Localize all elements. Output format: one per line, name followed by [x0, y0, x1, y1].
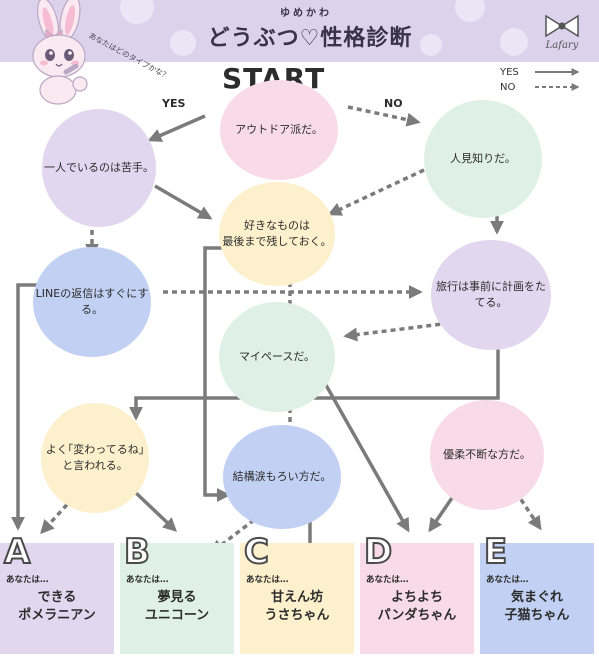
ribbon-icon: [545, 14, 579, 38]
logo-text: Lafary: [545, 40, 579, 51]
result-name: よちよち パンダちゃん: [377, 590, 457, 623]
result-letter: B: [123, 532, 151, 572]
result-name: 夢見る ユニコーン: [144, 590, 210, 623]
result-letter: E: [483, 532, 508, 572]
header-dot: [500, 28, 528, 56]
result-d: D あなたは… よちよち パンダちゃん: [360, 534, 474, 654]
result-letter: A: [3, 532, 31, 572]
result-prefix: あなたは…: [246, 575, 289, 585]
header-dot: [455, 0, 485, 22]
header-band: ゆめかわ どうぶつ♡性格診断 Lafary: [0, 0, 599, 62]
arrow-no: [514, 491, 542, 531]
question-indecisive: 優柔不断な方だ。: [430, 400, 544, 510]
result-c: C あなたは… 甘えん坊 うさちゃん: [240, 534, 354, 654]
logo: Lafary: [540, 12, 584, 58]
title-ruby: ゆめかわ: [280, 8, 332, 19]
arrow-no: [347, 105, 421, 127]
result-prefix: あなたは…: [6, 575, 49, 585]
arrow-no: [327, 168, 425, 216]
result-prefix: あなたは…: [366, 575, 409, 585]
arrow-yes: [154, 184, 213, 220]
question-favorite-last: 好きなものは 最後まで残しておく。: [219, 182, 335, 286]
result-prefix: あなたは…: [486, 575, 529, 585]
arrow-no: [40, 496, 75, 535]
arrow-yes: [10, 283, 42, 531]
result-e: E あなたは… 気まぐれ 子猫ちゃん: [480, 534, 594, 654]
result-a: A あなたは… できる ポメラニアン: [0, 534, 114, 654]
result-b: B あなたは… 夢見る ユニコーン: [120, 534, 234, 654]
arrow-yes: [203, 246, 231, 502]
branch-no-label: NO: [384, 97, 403, 110]
question-weird: よく｢変わってるね｣と言われる。: [41, 403, 149, 513]
result-name: 甘えん坊 うさちゃん: [264, 590, 330, 623]
result-name: できる ポメラニアン: [18, 590, 96, 623]
branch-yes-label: YES: [162, 97, 186, 110]
question-my-pace: マイペースだ。: [219, 302, 335, 412]
arrow-yes: [428, 494, 456, 533]
question-outdoor: アウトドア派だ。: [220, 80, 338, 180]
result-letter: C: [243, 532, 270, 572]
result-letter: D: [363, 532, 393, 572]
legend-no-label: NO: [500, 82, 516, 93]
arrow-yes: [133, 490, 178, 532]
arrow-yes: [147, 114, 206, 142]
question-alone: 一人でいるのは苦手。: [42, 109, 156, 227]
bunny-mascot-icon: [32, 0, 88, 105]
header-dot: [420, 34, 442, 56]
legend-yes-label: YES: [500, 67, 519, 78]
arrow-yes: [129, 345, 500, 421]
question-shy: 人見知りだ。: [424, 100, 542, 218]
question-tears: 結構涙もろい方だ。: [223, 425, 341, 529]
result-name: 気まぐれ 子猫ちゃん: [504, 590, 570, 623]
header-dot: [170, 30, 196, 56]
question-line-reply: LINEの返信はすぐにする。: [33, 247, 151, 357]
page-title: どうぶつ♡性格診断: [207, 26, 413, 51]
question-travel-plan: 旅行は事前に計画をたてる。: [431, 240, 551, 350]
result-prefix: あなたは…: [126, 575, 169, 585]
arrow-yes: [320, 377, 410, 533]
